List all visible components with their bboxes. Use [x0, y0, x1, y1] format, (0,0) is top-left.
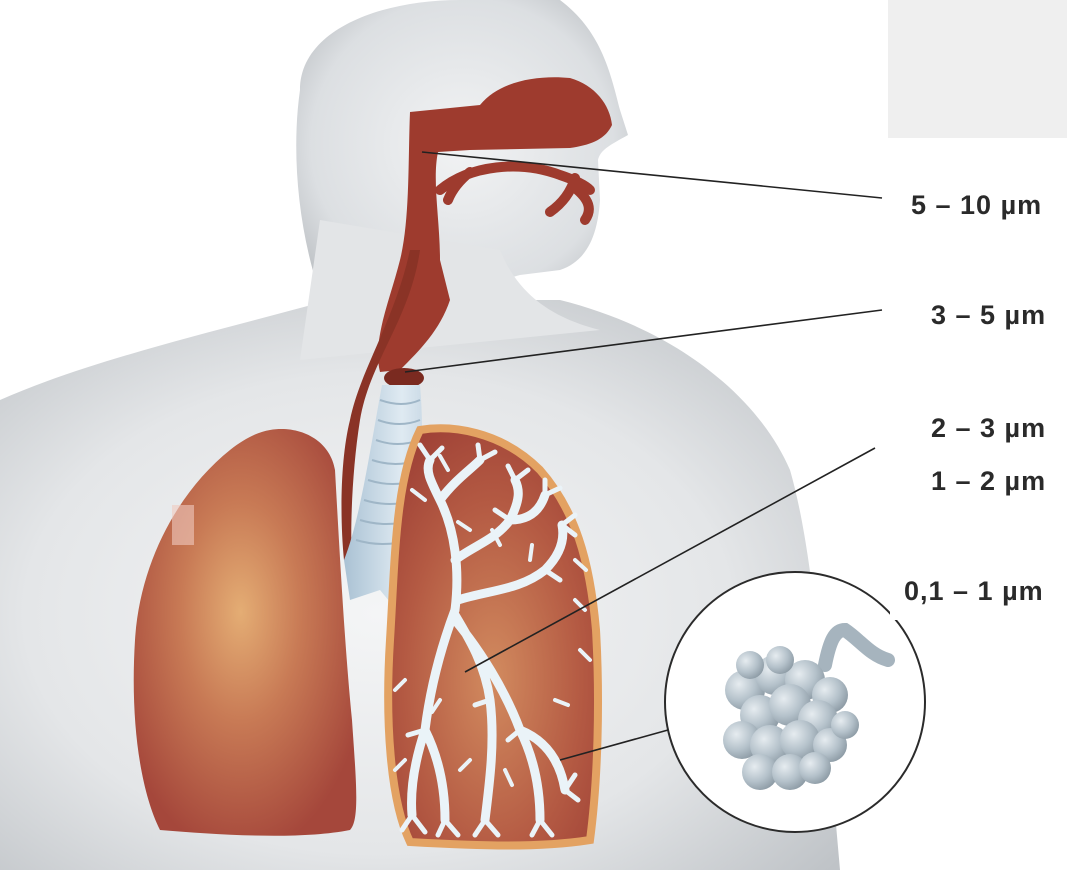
label-alveoli: 0,1 – 1 µm [904, 576, 1044, 606]
label-larynx: 3 – 5 µm [931, 300, 1046, 330]
lung-texture [172, 505, 194, 545]
label-bronchioles: 1 – 2 µm [931, 466, 1046, 496]
label-nasal: 5 – 10 µm [911, 190, 1042, 220]
label-bronchi: 2 – 3 µm [931, 413, 1046, 443]
alveoli-magnifier [665, 572, 925, 832]
label-backing [890, 165, 1067, 620]
corner-panel [888, 0, 1067, 138]
